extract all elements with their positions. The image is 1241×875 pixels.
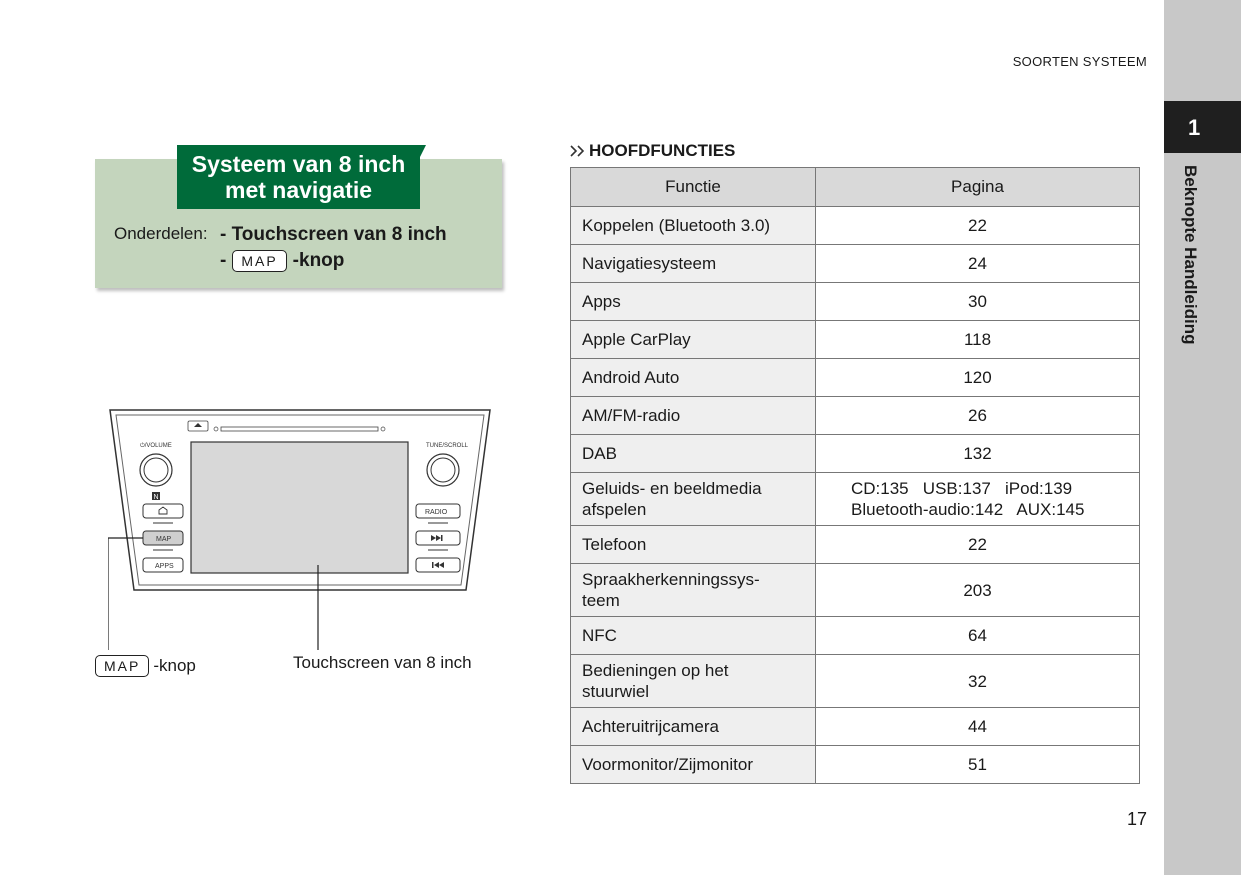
section-title: SOORTEN SYSTEEM xyxy=(1012,54,1147,69)
function-line: Spraakherkenningssys- xyxy=(582,570,760,589)
page-line: CD:135 USB:137 iPod:139 xyxy=(851,479,1073,498)
function-cell: Telefoon xyxy=(570,525,816,564)
table-row: Apps 30 xyxy=(570,282,1140,321)
part2-prefix: - xyxy=(220,250,227,271)
page-cell: 30 xyxy=(815,282,1140,321)
function-cell: AM/FM-radio xyxy=(570,396,816,435)
table-row: Navigatiesysteem 24 xyxy=(570,244,1140,283)
table-row: Apple CarPlay 118 xyxy=(570,320,1140,359)
tune-knob xyxy=(426,453,460,487)
map-button-caption: MAP -knop xyxy=(95,655,196,677)
volume-label: ⏻/VOLUME xyxy=(140,442,172,449)
main-functions-table: Functie Pagina Koppelen (Bluetooth 3.0) … xyxy=(570,167,1140,784)
page-cell: 22 xyxy=(815,206,1140,245)
page-cell: 118 xyxy=(815,320,1140,359)
table-row: DAB 132 xyxy=(570,434,1140,473)
function-line: Geluids- en beeldmedia xyxy=(582,479,762,498)
touchscreen-caption: Touchscreen van 8 inch xyxy=(293,653,472,672)
function-cell: Apps xyxy=(570,282,816,321)
page-number: 17 xyxy=(1126,809,1147,829)
parts-label: Onderdelen: xyxy=(114,224,208,243)
function-cell: Achteruitrijcamera xyxy=(570,707,816,746)
tune-label: TUNE/SCROLL xyxy=(426,443,469,449)
map-key-icon: MAP xyxy=(232,250,287,272)
column-header-function: Functie xyxy=(570,167,816,207)
function-cell: Voormonitor/Zijmonitor xyxy=(570,745,816,784)
system-title-line2: met navigatie xyxy=(225,177,372,203)
column-header-page: Pagina xyxy=(815,167,1140,207)
page-cell: 22 xyxy=(815,525,1140,564)
function-line: stuurwiel xyxy=(582,682,650,701)
function-line: Bedieningen op het xyxy=(582,661,729,680)
table-row: AM/FM-radio 26 xyxy=(570,396,1140,435)
eject-icon xyxy=(187,420,209,432)
cd-slot xyxy=(220,426,379,432)
function-cell: Android Auto xyxy=(570,358,816,397)
part-map-button: - MAP -knop xyxy=(220,250,344,272)
page-line: Bluetooth-audio:142 AUX:145 xyxy=(851,500,1085,519)
system-title-line1: Systeem van 8 inch xyxy=(191,151,406,177)
volume-knob xyxy=(139,453,173,487)
page-cell: 203 xyxy=(815,563,1140,617)
function-cell: Bedieningen op het stuurwiel xyxy=(570,654,816,708)
double-chevron-icon xyxy=(570,145,585,157)
system-title: Systeem van 8 inch met navigatie xyxy=(177,145,426,209)
table-row: Voormonitor/Zijmonitor 51 xyxy=(570,745,1140,784)
table-row: Koppelen (Bluetooth 3.0) 22 xyxy=(570,206,1140,245)
touchscreen-display xyxy=(190,441,409,574)
page-cell: 44 xyxy=(815,707,1140,746)
function-line: teem xyxy=(582,591,620,610)
table-row: NFC 64 xyxy=(570,616,1140,655)
table-row: Android Auto 120 xyxy=(570,358,1140,397)
page-cell: CD:135 USB:137 iPod:139 Bluetooth-audio:… xyxy=(815,472,1140,526)
function-line: afspelen xyxy=(582,500,647,519)
map-leader-line xyxy=(108,537,143,650)
table-row: Geluids- en beeldmedia afspelen CD:135 U… xyxy=(570,472,1140,526)
page-cell: 32 xyxy=(815,654,1140,708)
table-row: Achteruitrijcamera 44 xyxy=(570,707,1140,746)
function-cell: Spraakherkenningssys- teem xyxy=(570,563,816,617)
chapter-tab[interactable]: 1 xyxy=(1164,101,1241,153)
page-cell: 120 xyxy=(815,358,1140,397)
head-unit-illustration: ⏻/VOLUME TUNE/SCROLL N MAP APPS RADIO xyxy=(108,409,491,650)
svg-text:N: N xyxy=(154,494,159,501)
home-icon xyxy=(158,506,168,515)
page-cell: 51 xyxy=(815,745,1140,784)
apps-button xyxy=(142,557,184,573)
function-cell: Koppelen (Bluetooth 3.0) xyxy=(570,206,816,245)
function-cell: NFC xyxy=(570,616,816,655)
radio-button-label: RADIO xyxy=(425,509,448,516)
chapter-number: 1 xyxy=(1188,115,1201,140)
radio-button xyxy=(415,503,461,519)
function-cell: Geluids- en beeldmedia afspelen xyxy=(570,472,816,526)
part2-suffix: -knop xyxy=(292,250,345,271)
skip-forward-icon xyxy=(431,535,441,541)
function-cell: DAB xyxy=(570,434,816,473)
home-button xyxy=(142,503,184,519)
page-cell: 26 xyxy=(815,396,1140,435)
skip-back-icon xyxy=(434,562,444,568)
map-caption-suffix: -knop xyxy=(153,656,196,675)
function-cell: Apple CarPlay xyxy=(570,320,816,359)
table-row: Telefoon 22 xyxy=(570,525,1140,564)
page-cell: 132 xyxy=(815,434,1140,473)
chapter-title: Beknopte Handleiding xyxy=(1181,165,1200,345)
table-row: Spraakherkenningssys- teem 203 xyxy=(570,563,1140,617)
table-header-row: Functie Pagina xyxy=(570,167,1140,207)
nfc-icon: N xyxy=(152,492,160,501)
map-key-icon: MAP xyxy=(95,655,150,677)
section-heading: HOOFDFUNCTIES xyxy=(570,141,735,161)
main-functions-heading: HOOFDFUNCTIES xyxy=(589,141,736,160)
page-cell: 64 xyxy=(815,616,1140,655)
map-button-label: MAP xyxy=(156,536,172,543)
part-touchscreen: - Touchscreen van 8 inch xyxy=(220,224,447,245)
function-cell: Navigatiesysteem xyxy=(570,244,816,283)
apps-button-label: APPS xyxy=(155,563,174,570)
page-cell: 24 xyxy=(815,244,1140,283)
table-row: Bedieningen op het stuurwiel 32 xyxy=(570,654,1140,708)
